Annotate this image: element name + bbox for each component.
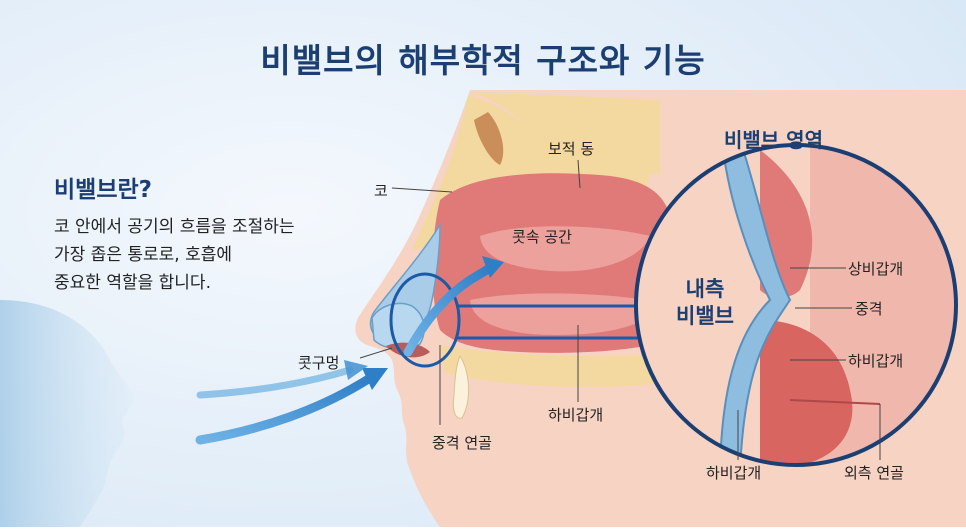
page-title: 비밸브의 해부학적 구조와 기능 — [260, 41, 706, 80]
valve-ring — [389, 272, 461, 368]
inset-lower-turbinate — [760, 320, 853, 465]
inset-title: 비밸브 영역 — [724, 128, 823, 152]
sinus-cavity — [474, 112, 504, 165]
frontal-bone — [470, 92, 660, 175]
leader-sinus — [577, 159, 581, 189]
airflow-arrow-outer-1 — [195, 373, 375, 445]
label-upper-turbinate: 상비갑개 — [848, 260, 904, 278]
intro-heading: 비밸브란? — [54, 177, 152, 203]
inset-septum — [718, 145, 792, 465]
label-lower-turbinate: 하비갑개 — [848, 352, 904, 370]
intro-line-1: 코 안에서 공기의 흐름을 조절하는 — [54, 217, 295, 237]
label-bottom-turbinate: 하비갑개 — [706, 464, 762, 482]
airflow-arrow-outer-2 — [196, 366, 354, 399]
airflow-arrowhead-2 — [344, 360, 368, 380]
inset-circle-border — [634, 143, 958, 467]
airflow-arrow-inner — [403, 263, 495, 357]
label-inferior-turbinate: 하비갑개 — [548, 406, 604, 424]
label-nostril: 콧구멍 — [298, 354, 340, 372]
airflow-arrowhead-inner — [482, 256, 504, 278]
label-sinus: 보적 동 — [548, 140, 595, 158]
label-nasal-space: 콧속 공간 — [512, 228, 572, 246]
turbinate-upper — [480, 226, 650, 272]
turbinate-lower — [470, 293, 660, 335]
septal-cartilage-shape — [452, 354, 470, 419]
intro-line-2: 가장 좁은 통로로, 호흡에 — [54, 245, 233, 265]
label-internal-valve-1: 내측 — [685, 277, 725, 301]
leader-nostril — [359, 347, 393, 359]
palate-bone — [440, 345, 690, 387]
label-septum: 중격 — [855, 300, 883, 318]
label-septal-cartilage: 중격 연골 — [432, 434, 492, 452]
intro-line-3: 중요한 역할을 합니다. — [54, 273, 211, 293]
inset-lateral-line — [789, 399, 881, 405]
airflow-arrowhead-1 — [362, 368, 388, 390]
leader-nose — [391, 187, 453, 193]
label-lateral-cartilage: 외측 연골 — [844, 464, 904, 482]
label-nose: 코 — [374, 182, 388, 200]
valve-connector — [456, 304, 646, 340]
face-silhouette — [0, 300, 134, 527]
label-internal-valve: 내측 비밸브 — [666, 276, 744, 330]
label-internal-valve-2: 비밸브 — [676, 304, 734, 328]
